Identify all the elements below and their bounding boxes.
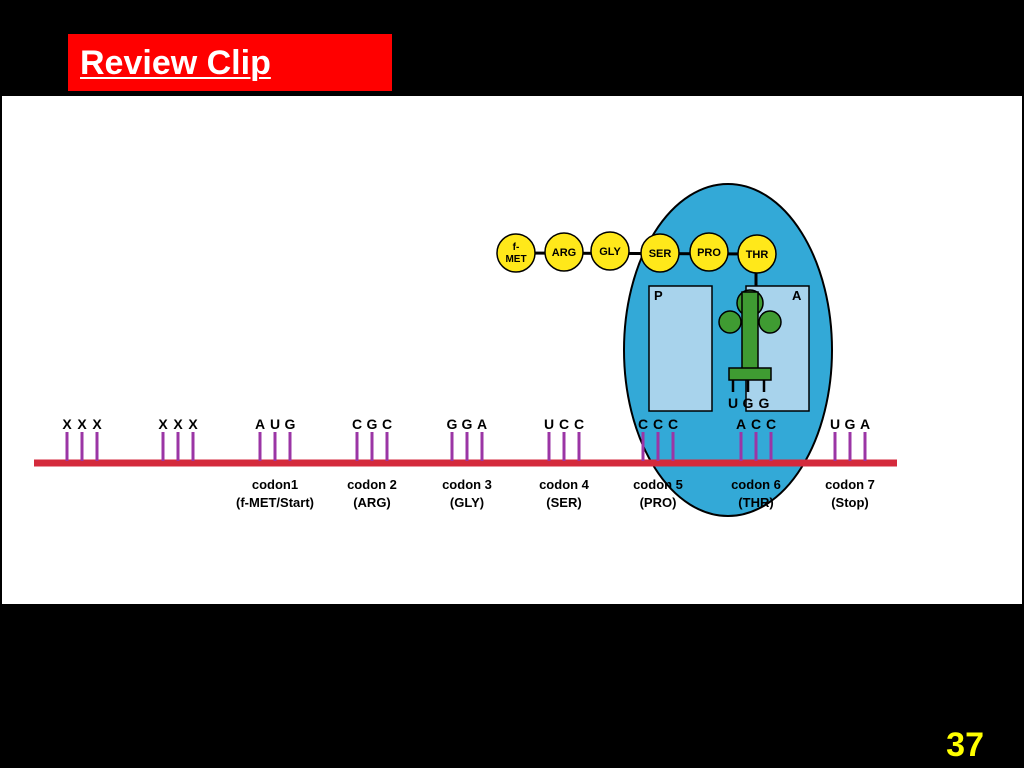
amino-acid-label: ARG bbox=[552, 247, 576, 259]
nucleotide-base: C bbox=[352, 416, 362, 432]
amino-acid: PRO bbox=[689, 232, 729, 272]
amino-acid-circle bbox=[544, 232, 584, 272]
a-site-label: A bbox=[792, 288, 802, 303]
nucleotide-base: G bbox=[845, 416, 856, 432]
amino-acid-circle bbox=[640, 233, 680, 273]
p-site-label: P bbox=[654, 288, 663, 303]
nucleotide-base: A bbox=[736, 416, 746, 432]
nucleotide-base: G bbox=[285, 416, 296, 432]
nucleotide-base: G bbox=[367, 416, 378, 432]
amino-acid-label: SER bbox=[649, 248, 672, 260]
codon-label: codon 5 bbox=[633, 477, 683, 492]
codon-label: codon 4 bbox=[539, 477, 590, 492]
nucleotide-base: C bbox=[382, 416, 392, 432]
slide-number: 37 bbox=[946, 726, 984, 764]
nucleotide-base: A bbox=[477, 416, 487, 432]
amino-acid-chain: f-MET ARG GLY SER PRO THR bbox=[496, 231, 777, 274]
codon-name: (Stop) bbox=[831, 495, 869, 510]
amino-acid: SER bbox=[640, 233, 680, 273]
title-box[interactable]: Review Clip bbox=[68, 34, 392, 91]
codon-name: (GLY) bbox=[450, 495, 484, 510]
nucleotide-base: C bbox=[574, 416, 584, 432]
nucleotide-base: C bbox=[668, 416, 678, 432]
nucleotide-base: C bbox=[559, 416, 569, 432]
codon-name: (ARG) bbox=[353, 495, 391, 510]
amino-acid-label: THR bbox=[746, 249, 769, 261]
nucleotide-base: X bbox=[77, 416, 87, 432]
nucleotide-base: C bbox=[766, 416, 776, 432]
nucleotide-base: C bbox=[751, 416, 761, 432]
amino-acid-circle bbox=[689, 232, 729, 272]
anticodon-base: G bbox=[759, 395, 770, 411]
amino-acid-circle bbox=[737, 234, 777, 274]
nucleotide-base: G bbox=[462, 416, 473, 432]
amino-acid-circle bbox=[496, 233, 536, 273]
nucleotide-base: X bbox=[173, 416, 183, 432]
codon-label: codon 2 bbox=[347, 477, 397, 492]
amino-acid: f-MET bbox=[496, 233, 536, 273]
amino-acid-label: f-MET bbox=[505, 242, 526, 265]
codon-name: (PRO) bbox=[640, 495, 677, 510]
nucleotide-base: U bbox=[544, 416, 554, 432]
nucleotide-base: C bbox=[653, 416, 663, 432]
amino-acid: THR bbox=[737, 234, 777, 274]
anticodon-base: U bbox=[728, 395, 738, 411]
codon-name: (THR) bbox=[738, 495, 773, 510]
amino-acid-label: PRO bbox=[697, 247, 721, 259]
amino-acid: GLY bbox=[590, 231, 630, 271]
codon-label: codon 3 bbox=[442, 477, 492, 492]
amino-acid: ARG bbox=[544, 232, 584, 272]
ribosome bbox=[623, 183, 833, 517]
nucleotide-base: U bbox=[270, 416, 280, 432]
nucleotide-base: X bbox=[62, 416, 72, 432]
nucleotide-base: G bbox=[447, 416, 458, 432]
anticodon-base: G bbox=[743, 395, 754, 411]
codon-name: (f-MET/Start) bbox=[236, 495, 314, 510]
nucleotide-base: U bbox=[830, 416, 840, 432]
nucleotide-base: C bbox=[638, 416, 648, 432]
nucleotide-base: X bbox=[188, 416, 198, 432]
title-link[interactable]: Review Clip bbox=[80, 44, 271, 82]
nucleotide-base: A bbox=[860, 416, 870, 432]
nucleotide-base: X bbox=[92, 416, 102, 432]
amino-acid-circle bbox=[590, 231, 630, 271]
p-site-box bbox=[648, 285, 713, 412]
nucleotide-base: X bbox=[158, 416, 168, 432]
nucleotide-base: A bbox=[255, 416, 265, 432]
codon-label: codon 7 bbox=[825, 477, 875, 492]
trna bbox=[718, 258, 782, 381]
codon-label: codon 6 bbox=[731, 477, 781, 492]
amino-acid-label: GLY bbox=[599, 246, 621, 258]
codon-name: (SER) bbox=[546, 495, 581, 510]
codon-label: codon1 bbox=[252, 477, 298, 492]
